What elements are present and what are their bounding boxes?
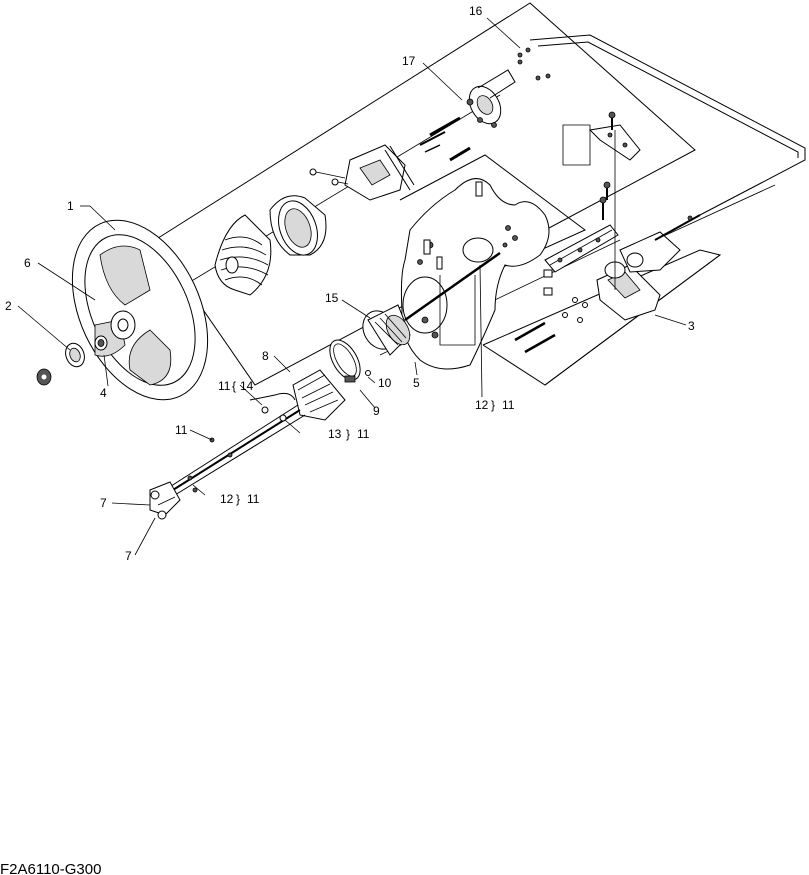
lower-assembly-frame — [482, 249, 722, 386]
callout-2: 2 — [5, 299, 12, 313]
callout-15: 15 — [325, 291, 339, 305]
leader-lines — [17, 17, 687, 556]
brace-13-11: } — [346, 427, 350, 441]
universal-joint-lower — [149, 481, 181, 520]
combination-switch — [309, 144, 415, 201]
upper-assembly-frame — [154, 2, 696, 386]
callout-13-11-b: 11 — [357, 427, 370, 441]
callout-11-14-a: 11 — [218, 379, 231, 393]
upper-mount-bracket — [562, 111, 641, 166]
callout-11: 11 — [175, 423, 188, 437]
column-bolts — [419, 116, 471, 162]
callout-6: 6 — [24, 256, 31, 270]
callout-12-11-upper-a: 12 — [475, 398, 489, 412]
callout-16: 16 — [469, 4, 483, 18]
long-cable — [529, 34, 806, 241]
callout-4: 4 — [100, 386, 107, 400]
callout-3: 3 — [688, 319, 695, 333]
callout-labels: 1 2 3 4 5 6 7 7 8 9 10 11 11 { 14 13 } 1… — [5, 4, 695, 563]
brace-12-11-upper: } — [491, 398, 495, 412]
steering-wheel — [71, 219, 209, 401]
steering-gear-box — [596, 214, 701, 321]
callout-13-11-a: 13 — [328, 427, 342, 441]
callout-11-14-b: 14 — [240, 379, 254, 393]
callout-9: 9 — [373, 404, 380, 418]
brace-12-11-lower: } — [236, 492, 240, 506]
dash-panel-bracket-frame — [439, 275, 476, 346]
clamp-band — [329, 339, 371, 383]
column-shroud-upper — [269, 195, 327, 256]
callout-12-11-upper-b: 11 — [502, 398, 515, 412]
mid-crossmember — [543, 130, 619, 296]
boot-bellows — [362, 304, 411, 356]
column-top-flange — [466, 47, 551, 128]
column-shroud-cone — [214, 214, 272, 296]
callout-8: 8 — [262, 349, 269, 363]
callout-1: 1 — [67, 199, 74, 213]
intermediate-shaft — [164, 404, 306, 496]
callout-17: 17 — [402, 54, 416, 68]
gearbox-bolts — [514, 297, 588, 354]
callout-7b: 7 — [125, 549, 132, 563]
callout-10: 10 — [378, 376, 392, 390]
callout-7a: 7 — [100, 496, 107, 510]
wheel-nut-cap — [36, 335, 108, 386]
callout-12-11-lower-a: 12 — [220, 492, 234, 506]
callout-12-11-lower-b: 11 — [247, 492, 260, 506]
figure-code: F2A6110-G300 — [0, 861, 101, 875]
brace-11-14: { — [232, 379, 236, 393]
dash-panel — [400, 178, 550, 370]
callout-5: 5 — [413, 376, 420, 390]
